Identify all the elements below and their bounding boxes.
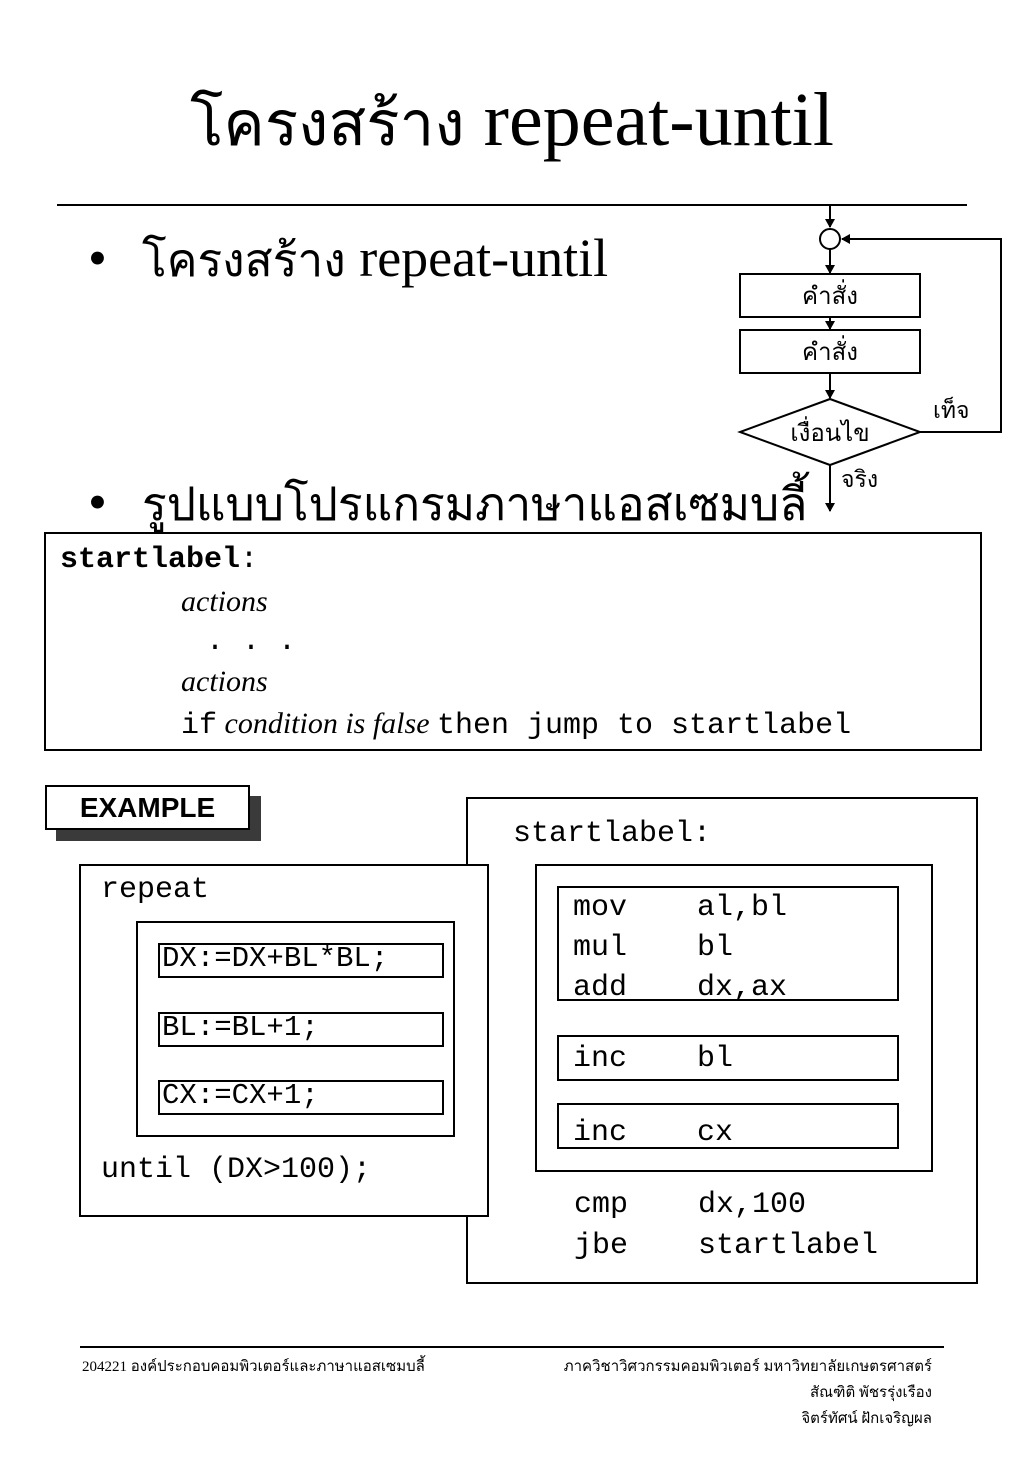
- syntax-actions-last: actions: [181, 665, 268, 698]
- footer-divider: [80, 1346, 944, 1348]
- bullet-dot-icon: •: [88, 472, 107, 532]
- page-title: โครงสร้าง repeat-until: [0, 72, 1024, 173]
- asm-op: mov: [573, 891, 628, 925]
- pascal-repeat-keyword: repeat: [101, 873, 210, 907]
- asm-arg: dx,ax: [697, 971, 788, 1005]
- syntax-ellipsis: . . .: [206, 625, 297, 659]
- asm-line-cmp: cmp dx,100: [574, 1185, 806, 1225]
- assembly-block-2: inc bl: [557, 1035, 899, 1081]
- page-title-latin: repeat-until: [483, 78, 834, 162]
- asm-op: cmp: [574, 1188, 629, 1222]
- syntax-start-label: startlabel:: [60, 540, 258, 580]
- pascal-statement: BL:=BL+1;: [158, 1012, 444, 1047]
- bullet-assembly-format-thai: รูปแบบโปรแกรมภาษาแอสเซมบลี้: [142, 479, 808, 530]
- asm-line-mul: mul bl: [573, 928, 733, 968]
- syntax-condition-line: if condition is false then jump to start…: [181, 704, 851, 746]
- example-tag: EXAMPLE: [45, 785, 250, 830]
- footer-author-2: จิตร์ทัศน์ ฝักเจริญผล: [801, 1411, 932, 1427]
- bullet-structure-latin: repeat-until: [359, 228, 609, 288]
- asm-line-inc-bl: inc bl: [573, 1039, 733, 1079]
- page-title-thai: โครงสร้าง: [190, 91, 465, 159]
- asm-op: inc: [573, 1042, 628, 1076]
- asm-arg: al,bl: [697, 891, 788, 925]
- footer-author-1: สัณฑิติ พัชรรุ่งเรือง: [809, 1385, 932, 1401]
- asm-arg: startlabel: [698, 1229, 879, 1263]
- repeat-until-flowchart: คำสั่ง คำสั่ง เงื่อนไข เท็จ จริง: [737, 205, 1002, 512]
- syntax-if-keyword: if: [181, 709, 218, 743]
- asm-arg: bl: [697, 1042, 734, 1076]
- bullet-structure-thai: โครงสร้าง: [142, 235, 346, 286]
- bullet-assembly-format: • รูปแบบโปรแกรมภาษาแอสเซมบลี้: [88, 470, 807, 537]
- syntax-then-jump: then jump to startlabel: [437, 709, 852, 743]
- flow-step-2: [739, 329, 921, 374]
- flow-junction: [819, 228, 841, 250]
- flow-step-1: [739, 273, 921, 318]
- title-divider: [57, 204, 967, 206]
- flow-step-1-label: คำสั่ง: [802, 279, 858, 310]
- pascal-until-clause: until (DX>100);: [101, 1153, 372, 1187]
- assembly-block-3: inc cx: [557, 1103, 899, 1150]
- syntax-actions-first: actions: [181, 585, 268, 618]
- flow-loop-back-arrow: [841, 234, 1002, 433]
- asm-line-inc-cx: inc cx: [573, 1113, 733, 1153]
- asm-line-add: add dx,ax: [573, 968, 787, 1008]
- flow-step-2-label: คำสั่ง: [802, 335, 858, 366]
- bullet-structure: • โครงสร้าง repeat-until: [88, 226, 608, 293]
- syntax-condition-text: condition is false: [224, 707, 430, 740]
- bullet-dot-icon: •: [88, 228, 107, 288]
- asm-line-jbe: jbe startlabel: [574, 1226, 878, 1266]
- asm-arg: cx: [697, 1116, 734, 1150]
- asm-arg: bl: [697, 931, 734, 965]
- pascal-statement: DX:=DX+BL*BL;: [158, 943, 444, 978]
- asm-op: add: [573, 971, 628, 1005]
- pascal-statement: CX:=CX+1;: [158, 1080, 444, 1115]
- asm-arg: dx,100: [698, 1188, 807, 1222]
- flow-true-label: จริง: [841, 467, 878, 492]
- asm-op: jbe: [574, 1229, 629, 1263]
- flow-false-label: เท็จ: [933, 395, 970, 423]
- assembly-block-1: mov al,bl mul bl add dx,ax: [557, 886, 899, 1005]
- footer-course: 204221 องค์ประกอบคอมพิวเตอร์และภาษาแอสเซ…: [82, 1359, 425, 1375]
- syntax-template-box: startlabel: actions . . . actions if con…: [44, 532, 982, 751]
- asm-op: mul: [573, 931, 628, 965]
- syntax-label-text: startlabel: [60, 543, 241, 577]
- assembly-start-label: startlabel:: [513, 817, 712, 851]
- footer-department: ภาควิชาวิศวกรรมคอมพิวเตอร์ มหาวิทยาลัยเก…: [563, 1359, 932, 1375]
- syntax-label-colon: :: [240, 543, 259, 577]
- asm-op: inc: [573, 1116, 628, 1150]
- flow-condition-label: เงื่อนไข: [790, 416, 869, 447]
- asm-line-mov: mov al,bl: [573, 888, 787, 928]
